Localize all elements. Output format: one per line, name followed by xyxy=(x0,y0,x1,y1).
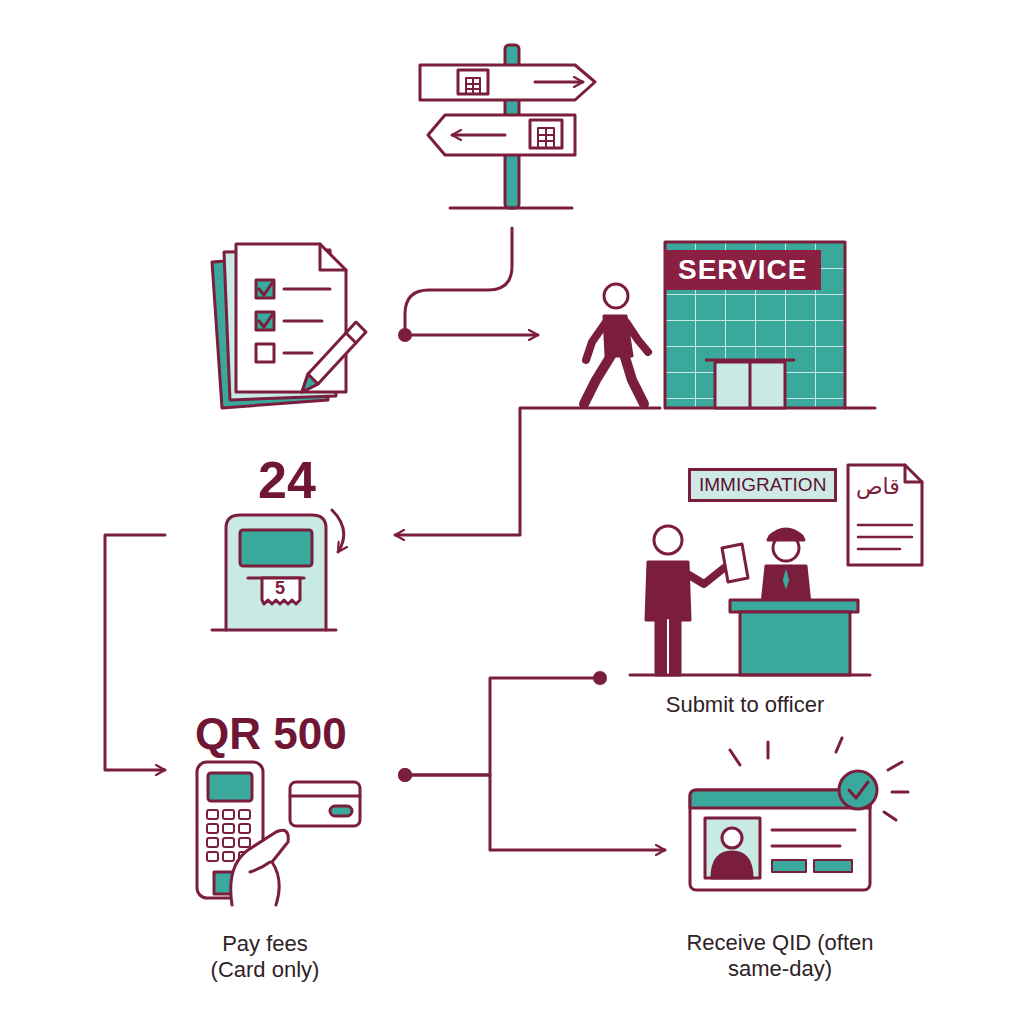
immigration-scene xyxy=(858,525,912,549)
flow-connector xyxy=(105,535,165,770)
step-caption: Pay fees (Card only) xyxy=(195,931,335,984)
immigration-scene xyxy=(848,465,922,565)
qid-card xyxy=(722,828,742,848)
service-building-node: SERVICE xyxy=(660,240,850,410)
flow-connector xyxy=(405,775,665,850)
immigration-scene xyxy=(722,544,748,582)
immigration-scene xyxy=(768,529,804,540)
immigration-node: IMMIGRATION Submit to officer xyxy=(600,460,925,722)
documents-icon xyxy=(212,244,366,408)
service-building xyxy=(715,362,785,408)
ticket-machine xyxy=(212,510,344,630)
immigration-scene xyxy=(762,566,810,604)
walking-person xyxy=(584,284,648,404)
ticket-machine xyxy=(240,530,312,566)
qid-card xyxy=(772,830,855,846)
immigration-scene xyxy=(667,620,669,675)
card-terminal xyxy=(290,782,360,826)
qid-card xyxy=(814,860,852,872)
connector-dot xyxy=(593,671,607,685)
connector-dot xyxy=(398,768,412,782)
signpost xyxy=(538,128,554,148)
step-caption: Submit to officer xyxy=(600,692,890,718)
documents-icon xyxy=(259,283,272,295)
documents-icon xyxy=(256,344,274,362)
connector-dot xyxy=(398,768,412,782)
service-building xyxy=(665,242,875,408)
signpost xyxy=(398,328,412,342)
qid-card xyxy=(839,771,877,809)
signpost xyxy=(535,81,583,84)
signpost xyxy=(452,134,505,137)
fee-amount: QR 500 xyxy=(195,709,347,759)
signpost xyxy=(428,115,575,155)
card-terminal xyxy=(197,762,360,905)
documents-icon xyxy=(302,374,318,392)
ticket-machine xyxy=(332,510,344,552)
service-building xyxy=(665,242,845,408)
immigration-scene xyxy=(905,465,922,482)
documents-icon xyxy=(256,312,274,330)
flow-connector xyxy=(405,678,600,775)
immigration-scene xyxy=(730,600,858,612)
qid-node: Receive QID (often same-day) xyxy=(665,740,905,987)
ticket-number: 5 xyxy=(275,578,285,599)
walking-person xyxy=(586,322,606,360)
signpost xyxy=(458,70,488,94)
documents-icon xyxy=(320,244,346,270)
documents-icon xyxy=(256,280,274,298)
signpost xyxy=(450,207,572,210)
service-building xyxy=(749,362,752,408)
documents-icon xyxy=(302,322,366,392)
signpost xyxy=(420,65,595,100)
immigration-scene xyxy=(630,465,922,675)
walking-person xyxy=(624,354,644,404)
step-caption: Receive QID (often same-day) xyxy=(682,930,878,983)
arabic-text: قاص xyxy=(856,474,900,499)
documents-icon xyxy=(284,289,330,353)
service-building xyxy=(705,359,795,362)
card-terminal xyxy=(231,830,289,905)
immigration-scene xyxy=(782,566,790,592)
building-sign: SERVICE xyxy=(664,250,821,290)
ticket-machine-node: 24 xyxy=(165,450,395,635)
walking-person xyxy=(626,322,648,352)
qid-card xyxy=(705,818,760,878)
card-terminal xyxy=(330,806,352,816)
card-terminal xyxy=(290,795,360,798)
qid-card xyxy=(849,782,868,798)
qid-card xyxy=(772,860,806,872)
ticket-number: 24 xyxy=(258,450,316,510)
card-terminal xyxy=(208,773,252,801)
card-terminal xyxy=(250,862,270,872)
signpost xyxy=(398,45,595,342)
documents-icon xyxy=(259,315,272,327)
immigration-scene xyxy=(630,674,870,677)
ticket-machine xyxy=(262,578,300,604)
counter-sign: IMMIGRATION xyxy=(688,468,837,502)
service-building xyxy=(845,407,875,410)
immigration-scene xyxy=(654,526,682,554)
signpost xyxy=(530,120,562,148)
flow-connector xyxy=(395,408,660,535)
qid-card xyxy=(690,790,870,890)
signpost xyxy=(466,78,480,94)
signpost xyxy=(405,228,538,335)
immigration-scene xyxy=(684,568,724,584)
qid-card xyxy=(730,738,908,820)
immigration-scene xyxy=(646,562,690,675)
payment-node: QR 500Pay fees (Card only) xyxy=(165,705,400,988)
walking-person xyxy=(604,284,628,308)
documents-icon xyxy=(346,333,356,343)
immigration-scene xyxy=(740,612,850,675)
ticket-machine xyxy=(212,629,336,632)
qid-card xyxy=(712,852,752,878)
qid-card xyxy=(690,738,908,890)
ticket-machine xyxy=(226,515,326,630)
